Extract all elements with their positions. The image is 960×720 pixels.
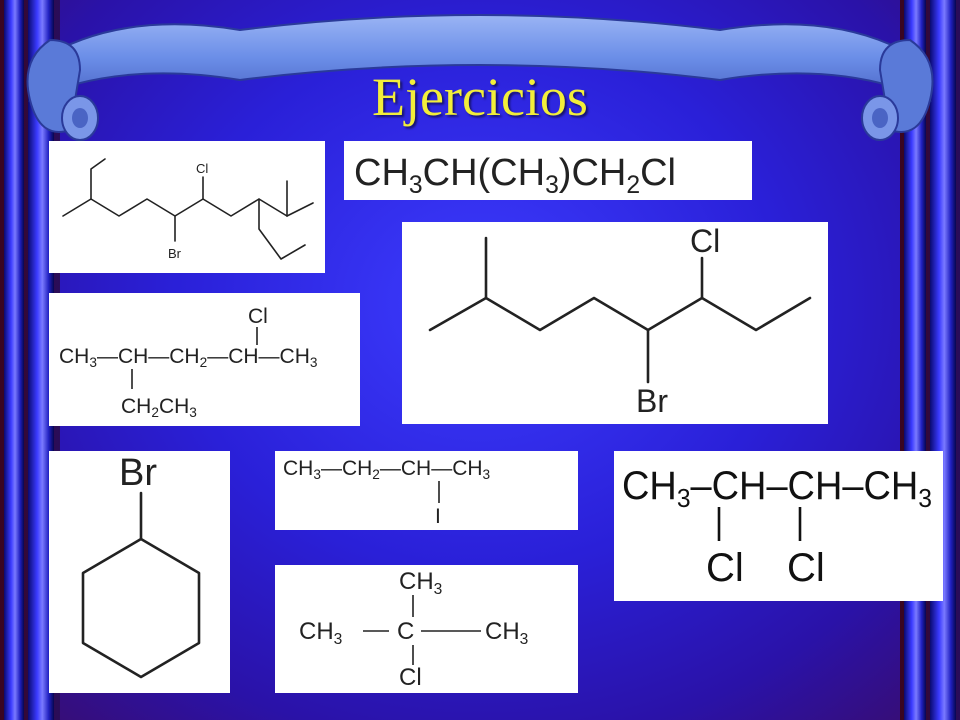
formula-text: )CH bbox=[559, 152, 627, 194]
subscript: 3 bbox=[334, 631, 343, 648]
subscript: 2 bbox=[200, 355, 208, 370]
formula-text: CH bbox=[59, 345, 89, 368]
label-cl: Cl bbox=[690, 223, 720, 259]
exercise-structural-1: CH3—CH—CH2—CH—CH3 Cl CH2CH3 bbox=[49, 293, 360, 426]
substituent-bottom: Cl bbox=[399, 664, 422, 691]
main-chain: CH3—CH2—CH—CH3 bbox=[283, 457, 490, 482]
substituent-top: Cl bbox=[248, 305, 268, 328]
exercise-structural-3: CH3–CH–CH–CH3 Cl Cl bbox=[614, 451, 943, 601]
substituent-bottom: I bbox=[435, 505, 441, 528]
title-banner bbox=[26, 14, 934, 141]
main-chain: CH3—CH—CH2—CH—CH3 bbox=[59, 345, 317, 370]
condensed-formula: CH3CH(CH3)CH2Cl bbox=[354, 152, 676, 199]
subscript: 3 bbox=[545, 172, 559, 199]
formula-text: —CH bbox=[321, 457, 372, 480]
subscript: 3 bbox=[520, 631, 529, 648]
exercise-skeletal-1: Cl Br bbox=[49, 141, 325, 273]
formula-text: CH bbox=[399, 568, 434, 595]
formula-text: CH bbox=[354, 152, 409, 194]
formula-text: CH bbox=[121, 395, 151, 418]
subscript: 2 bbox=[626, 172, 640, 199]
formula-text: CH bbox=[159, 395, 189, 418]
subscript: 3 bbox=[434, 581, 443, 598]
exercise-structural-2: CH3—CH2—CH—CH3 I bbox=[275, 451, 578, 530]
label-br: Br bbox=[168, 246, 182, 261]
formula-text: —CH—CH bbox=[207, 345, 310, 368]
label-br: Br bbox=[636, 383, 668, 419]
formula-text: CH bbox=[622, 464, 677, 508]
exercise-condensed-formula: CH3CH(CH3)CH2Cl bbox=[344, 141, 752, 200]
exercise-skeletal-2: Cl Br bbox=[402, 222, 828, 424]
substituent-bottom: CH2CH3 bbox=[121, 395, 197, 420]
label-cl: Cl bbox=[196, 161, 208, 176]
substituent-top: CH3 bbox=[399, 568, 442, 598]
formula-text: CH bbox=[283, 457, 313, 480]
subscript: 3 bbox=[313, 467, 321, 482]
subscript: 3 bbox=[310, 355, 318, 370]
center-carbon: C bbox=[397, 618, 414, 645]
substituent-right: CH3 bbox=[485, 618, 528, 648]
subscript: 3 bbox=[483, 467, 491, 482]
exercise-structural-4: CH3 CH3 C CH3 Cl bbox=[275, 565, 578, 693]
subscript: 3 bbox=[189, 405, 197, 420]
main-chain: CH3–CH–CH–CH3 bbox=[622, 464, 932, 513]
subscript: 2 bbox=[372, 467, 380, 482]
formula-text: CH bbox=[299, 618, 334, 645]
label-br: Br bbox=[119, 452, 157, 494]
substituent-bottom-left: Cl bbox=[706, 546, 744, 590]
formula-text: CH(CH bbox=[423, 152, 545, 194]
subscript: 3 bbox=[918, 483, 932, 513]
subscript: 3 bbox=[677, 483, 691, 513]
formula-text: CH bbox=[485, 618, 520, 645]
formula-text: –CH–CH–CH bbox=[691, 464, 919, 508]
substituent-bottom-right: Cl bbox=[787, 546, 825, 590]
substituent-left: CH3 bbox=[299, 618, 342, 648]
formula-text: Cl bbox=[640, 152, 676, 194]
formula-text: —CH—CH bbox=[380, 457, 483, 480]
slide-title: Ejercicios bbox=[372, 67, 588, 127]
subscript: 2 bbox=[151, 405, 159, 420]
subscript: 3 bbox=[409, 172, 423, 199]
formula-text: —CH—CH bbox=[97, 345, 200, 368]
exercise-bromocyclohexane: Br bbox=[49, 451, 230, 693]
subscript: 3 bbox=[89, 355, 97, 370]
